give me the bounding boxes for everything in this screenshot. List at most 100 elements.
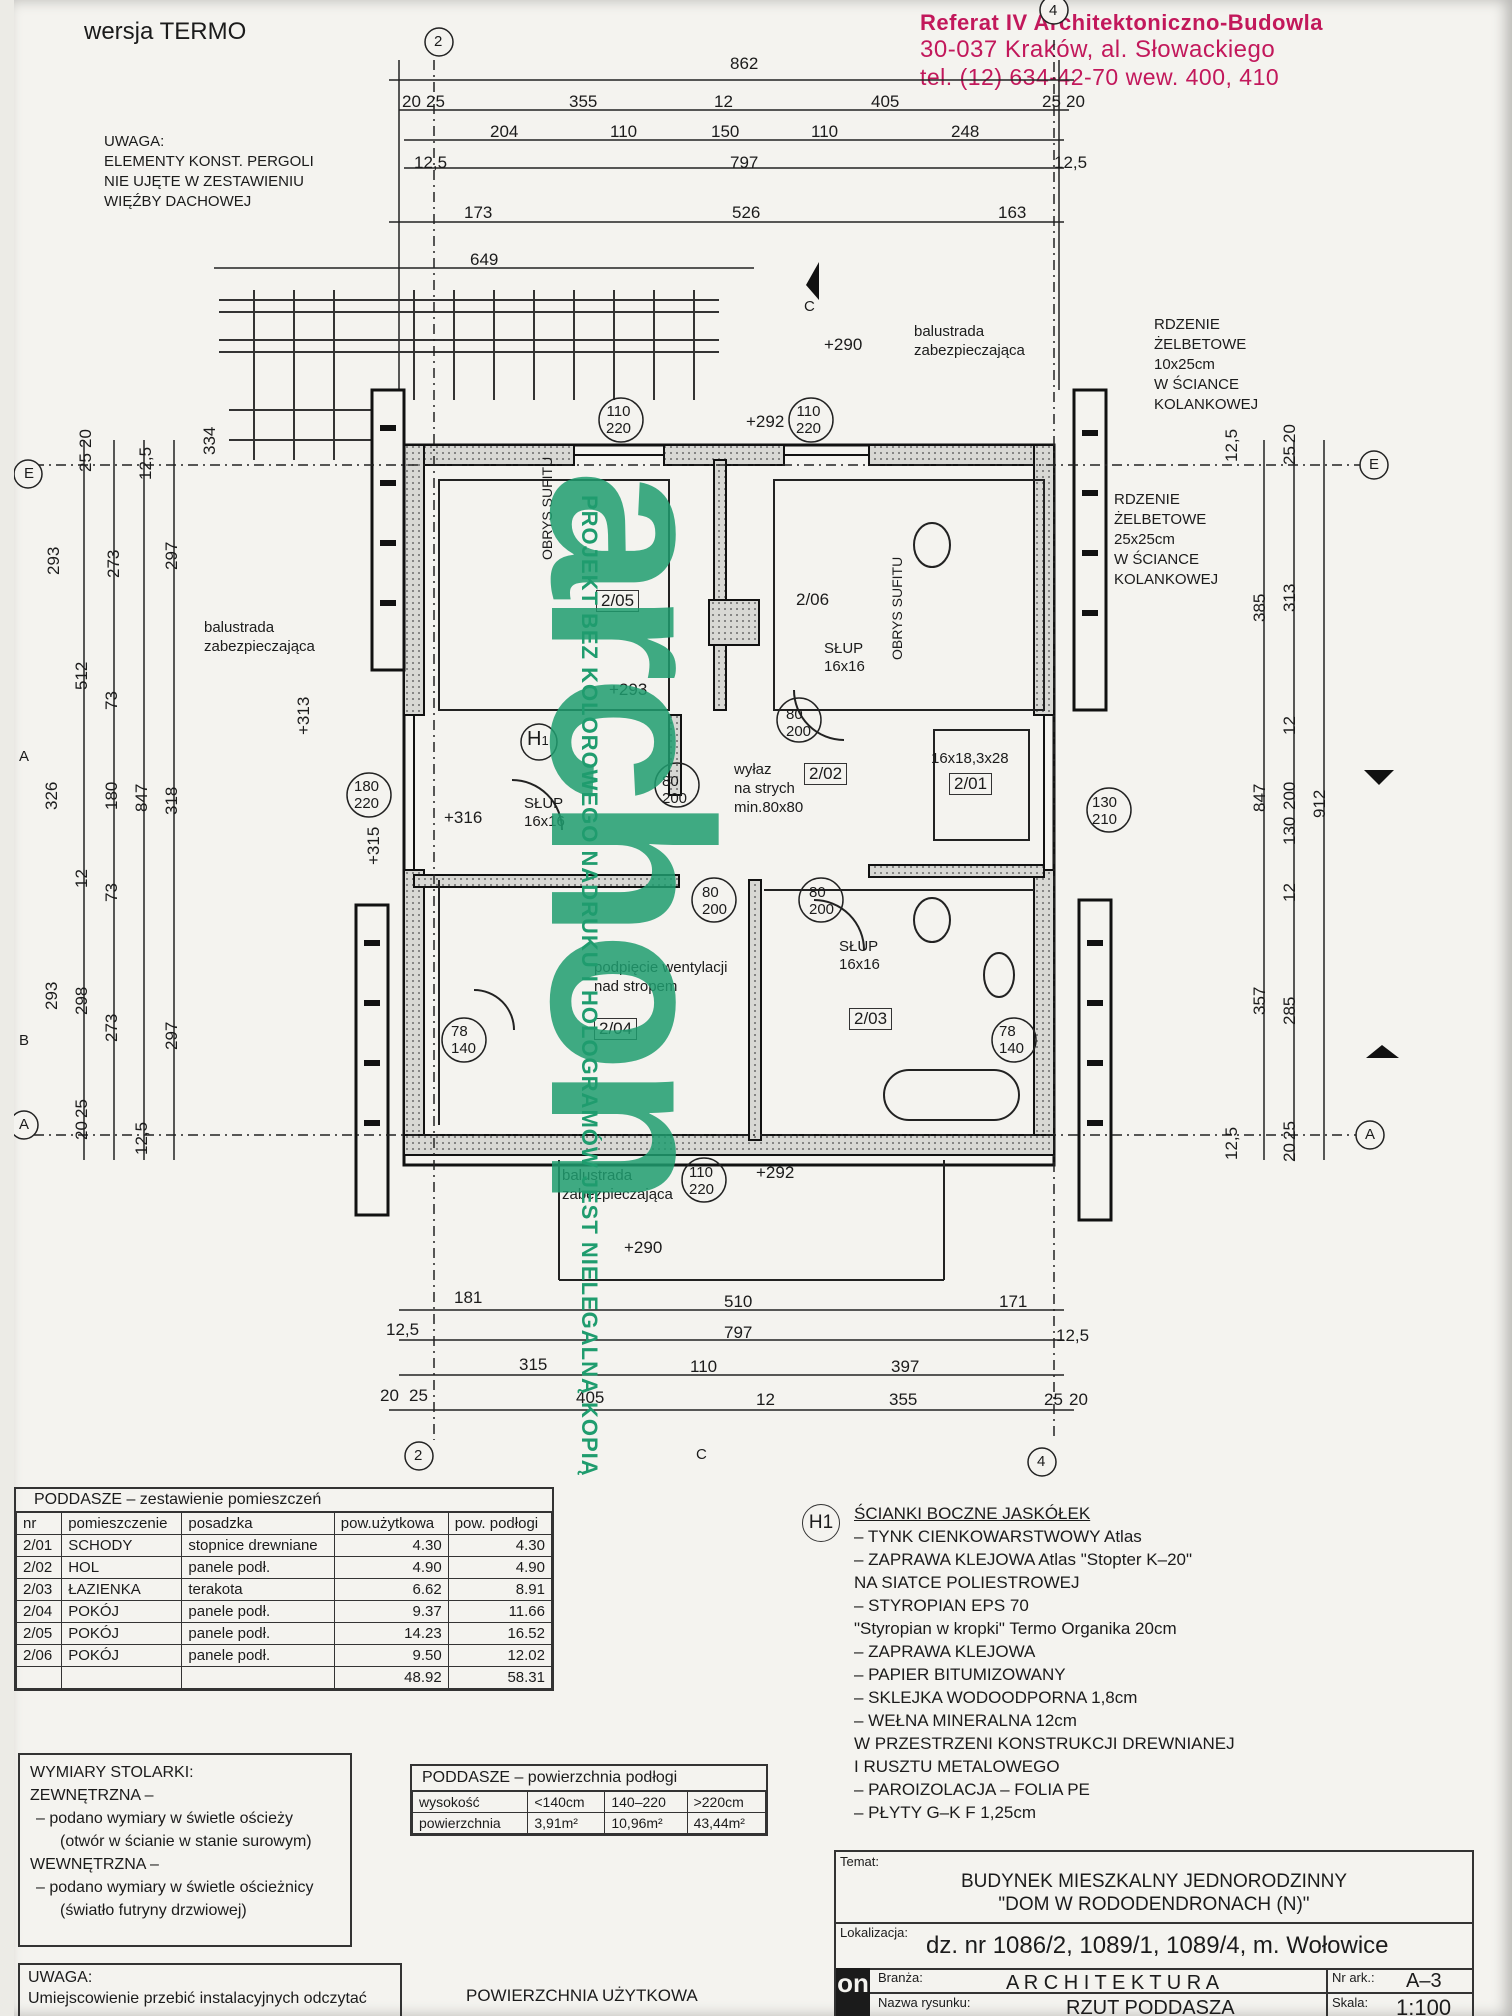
dim-label: 110 (811, 122, 839, 141)
temat-label: Temat: (840, 1854, 880, 1869)
dim-label: 273 (102, 1013, 121, 1042)
floor-area-table: PODDASZE – powierzchnia podłogi wysokość… (410, 1764, 768, 1836)
axis-label: 2 (414, 1447, 423, 1464)
dim-label: 20 (76, 429, 95, 448)
dim-label: 298 (72, 986, 91, 1015)
cell: panele podł. (181, 1556, 335, 1579)
room-2-05: 2/05 (596, 590, 640, 612)
dormer-posts (364, 425, 1103, 1126)
dim-label: 297 (162, 1021, 181, 1050)
cell: panele podł. (181, 1600, 335, 1623)
top-dimension-lines (214, 60, 1074, 390)
dim-label: 12 (756, 1390, 775, 1409)
cell: 4.30 (447, 1534, 553, 1557)
dim-label: 797 (730, 153, 759, 172)
wall-layers-list: ŚCIANKI BOCZNE JASKÓŁEK – TYNK CIENKOWAR… (854, 1504, 1235, 1822)
cell: POKÓJ (61, 1600, 183, 1623)
dim-label: 315 (519, 1355, 548, 1374)
pergola (219, 290, 719, 460)
dim-label: 25 (1280, 1121, 1299, 1140)
level-label: +293 (609, 680, 648, 699)
dim-label: 297 (162, 541, 181, 570)
wall-type-symbol: H1 (527, 728, 549, 750)
stamp-line-3: tel. (12) 634-42-70 wew. 400, 410 (920, 64, 1280, 90)
dim-label: 20 (402, 92, 421, 111)
door-label-circles (346, 397, 1132, 1203)
dim-label: 12,5 (386, 1320, 420, 1339)
room-2-03: 2/03 (849, 1008, 893, 1030)
dim-label: 163 (998, 203, 1027, 222)
total-usable: 48.92 (333, 1666, 449, 1689)
level-label: +316 (444, 808, 483, 827)
nr-ark-value: A–3 (1406, 1970, 1442, 1992)
cell: wysokość (411, 1791, 529, 1813)
axis-label: 4 (1049, 2, 1058, 19)
cell: 16.52 (447, 1622, 553, 1645)
col-header: pow. podłogi (447, 1512, 553, 1535)
cell: 2/06 (15, 1644, 63, 1667)
floor-area-title: PODDASZE – powierzchnia podłogi (412, 1766, 766, 1791)
col-header: pow.użytkowa (333, 1512, 449, 1535)
room-2-01: 2/01 (949, 773, 993, 795)
dim-label: 510 (724, 1292, 753, 1311)
axis-markers (14, 0, 1389, 1477)
rooms-table: PODDASZE – zestawienie pomieszczeń nr po… (14, 1487, 554, 1691)
level-label: +292 (746, 412, 785, 431)
nazwa-label: Nazwa rysunku: (878, 1995, 971, 2010)
floor-plan (14, 0, 1399, 1477)
skala-label: Skala: (1332, 1995, 1369, 2010)
cell: 9.50 (333, 1644, 449, 1667)
dim-label: 334 (200, 426, 219, 455)
dim-label: 25 (1280, 446, 1299, 465)
dim-label: 385 (1250, 593, 1269, 622)
scale-value: 1:100 (1396, 1995, 1452, 2016)
drawing-sheet: wersja TERMO Referat IV Architektoniczno… (14, 0, 1512, 2016)
axis-label: C (804, 298, 815, 315)
cell: terakota (181, 1578, 335, 1601)
axis-label: E (1369, 456, 1380, 473)
wall-layers-title: ŚCIANKI BOCZNE JASKÓŁEK (854, 1504, 1091, 1523)
axis-label: A (1365, 1126, 1376, 1143)
cell: 2/01 (15, 1534, 63, 1557)
cell: ŁAZIENKA (61, 1578, 183, 1601)
cell: 4.90 (333, 1556, 449, 1579)
dim-label: 357 (1250, 986, 1269, 1015)
dim-label: 12,5 (136, 446, 155, 480)
cell: 10,96m² (604, 1812, 688, 1834)
joinery-note: WYMIARY STOLARKI: ZEWNĘTRZNA – – podano … (18, 1753, 352, 1947)
cell: HOL (61, 1556, 183, 1579)
dim-label: 12,5 (1056, 1326, 1090, 1345)
cell: 3,91m² (527, 1812, 606, 1834)
dim-label: 355 (569, 92, 598, 111)
dim-label: 20 (72, 1121, 91, 1140)
cell: 4.30 (333, 1534, 449, 1557)
side-dimension-lines (34, 40, 1384, 1440)
col-header: nr (15, 1512, 63, 1535)
cell: panele podł. (181, 1644, 335, 1667)
axis-label: A (19, 1116, 30, 1133)
location-value: dz. nr 1086/2, 1089/1, 1089/4, m. Wołowi… (926, 1932, 1389, 1959)
installation-note: UWAGA: Umiejscowienie przebić instalacyj… (18, 1963, 402, 2016)
dim-label: 847 (1250, 783, 1269, 812)
room-2-02: 2/02 (804, 763, 848, 785)
cell: panele podł. (181, 1622, 335, 1645)
dim-label: 12,5 (1054, 153, 1088, 172)
cell: 140–220 (604, 1791, 688, 1813)
dim-label: 12 (714, 92, 733, 111)
dim-label: 180 (102, 781, 121, 810)
axis-label: C (696, 1446, 707, 1463)
dim-label: 12 (72, 869, 91, 888)
